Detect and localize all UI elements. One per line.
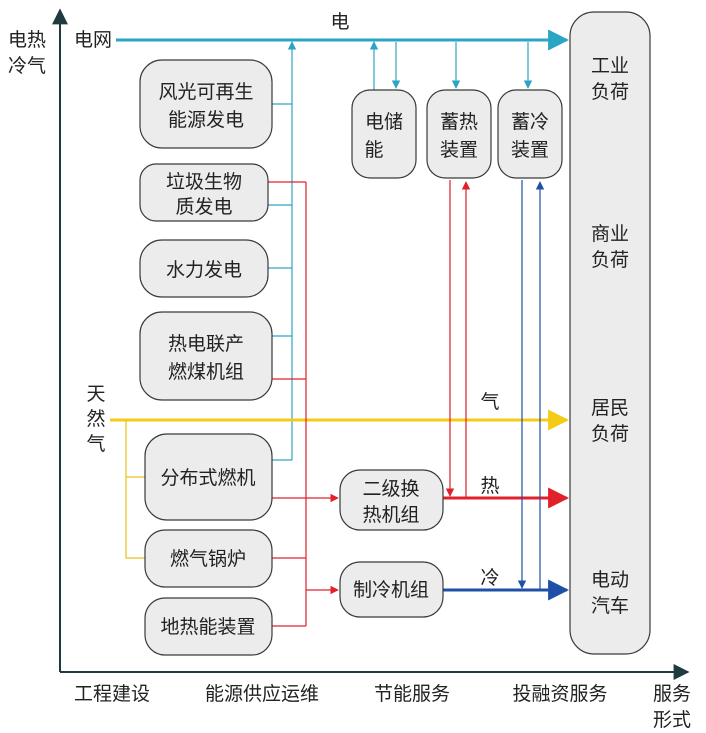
svg-text:装置: 装置: [511, 139, 549, 161]
loads: 工业 负荷 商业 负荷 居民 负荷 电动 汽车: [569, 11, 651, 655]
chiller-node: 制冷机组: [339, 561, 444, 618]
svg-text:水力发电: 水力发电: [166, 259, 242, 281]
x-category-2: 能源供应运维: [205, 683, 319, 705]
cold-label: 冷: [480, 567, 499, 589]
heat-label: 热: [480, 475, 499, 497]
storage: 电储 能 蓄热 装置 蓄冷 装置: [351, 89, 563, 179]
cold-storage-node: 蓄冷 装置: [497, 89, 563, 179]
x-category-3: 节能服务: [374, 683, 450, 705]
svg-text:电储: 电储: [365, 111, 403, 133]
x-category-1: 工程建设: [74, 683, 150, 705]
y-axis-title-1: 电热: [8, 29, 46, 51]
load-industrial-2: 负荷: [591, 81, 629, 103]
svg-text:能源发电: 能源发电: [168, 109, 244, 131]
gas-source-1: 天: [86, 384, 105, 405]
svg-text:装置: 装置: [440, 139, 478, 161]
gas-label: 气: [480, 391, 499, 413]
gas-source-3: 气: [86, 433, 105, 455]
load-commercial-1: 商业: [591, 223, 629, 245]
axes: 电热 冷气 服务 形式 工程建设 能源供应运维 节能服务 投融资服务: [8, 8, 691, 731]
svg-text:能: 能: [364, 139, 383, 161]
electricity-network: 电网 电: [74, 11, 570, 461]
load-residential-1: 居民: [591, 398, 629, 419]
wind-solar-node: 风光可再生 能源发电: [139, 59, 273, 149]
geothermal-node: 地热能装置: [144, 597, 273, 656]
converters: 二级换 热机组 制冷机组: [339, 469, 444, 618]
svg-text:风光可再生: 风光可再生: [158, 81, 253, 103]
svg-text:热电联产: 热电联产: [168, 333, 244, 355]
svg-text:分布式燃机: 分布式燃机: [160, 467, 255, 489]
chp-coal-node: 热电联产 燃煤机组: [139, 311, 273, 401]
svg-text:二级换: 二级换: [362, 478, 419, 500]
biomass-node: 垃圾生物 质发电: [139, 163, 269, 222]
heat-exchanger-node: 二级换 热机组: [339, 469, 444, 531]
svg-text:热机组: 热机组: [362, 504, 419, 526]
heat-storage-node: 蓄热 装置: [426, 89, 492, 179]
svg-text:制冷机组: 制冷机组: [353, 579, 429, 601]
load-residential-2: 负荷: [591, 423, 629, 445]
grid-label: 电网: [74, 29, 112, 51]
load-commercial-2: 负荷: [591, 249, 629, 271]
gas-source-2: 然: [86, 408, 105, 430]
x-axis-title-2: 形式: [653, 709, 691, 731]
load-industrial-1: 工业: [591, 55, 629, 77]
generators: 风光可再生 能源发电 垃圾生物 质发电 水力发电 热电联产 燃煤机组 分布式燃机…: [139, 59, 273, 656]
cold-network: 冷: [443, 180, 570, 601]
gas-branch: [125, 420, 145, 559]
svg-text:蓄热: 蓄热: [440, 111, 478, 133]
gas-network: 天 然 气 气: [86, 384, 570, 559]
svg-text:燃气锅炉: 燃气锅炉: [170, 548, 246, 570]
gas-boiler-node: 燃气锅炉: [144, 529, 273, 588]
svg-text:垃圾生物: 垃圾生物: [166, 171, 242, 193]
y-axis-title-2: 冷气: [8, 55, 46, 77]
electric-storage-node: 电储 能: [351, 89, 417, 179]
svg-text:蓄冷: 蓄冷: [511, 111, 549, 133]
svg-text:质发电: 质发电: [175, 196, 232, 218]
x-axis-title-1: 服务: [653, 683, 691, 705]
load-ev-1: 电动: [591, 569, 629, 591]
electricity-label: 电: [330, 11, 349, 33]
load-ev-2: 汽车: [591, 595, 629, 617]
gas-turbine-node: 分布式燃机: [144, 433, 273, 521]
svg-text:地热能装置: 地热能装置: [160, 616, 255, 638]
x-category-4: 投融资服务: [512, 683, 607, 705]
svg-text:燃煤机组: 燃煤机组: [168, 361, 244, 383]
hydro-node: 水力发电: [139, 239, 269, 298]
heat-network: 热: [268, 180, 570, 627]
load-column: [569, 11, 651, 655]
